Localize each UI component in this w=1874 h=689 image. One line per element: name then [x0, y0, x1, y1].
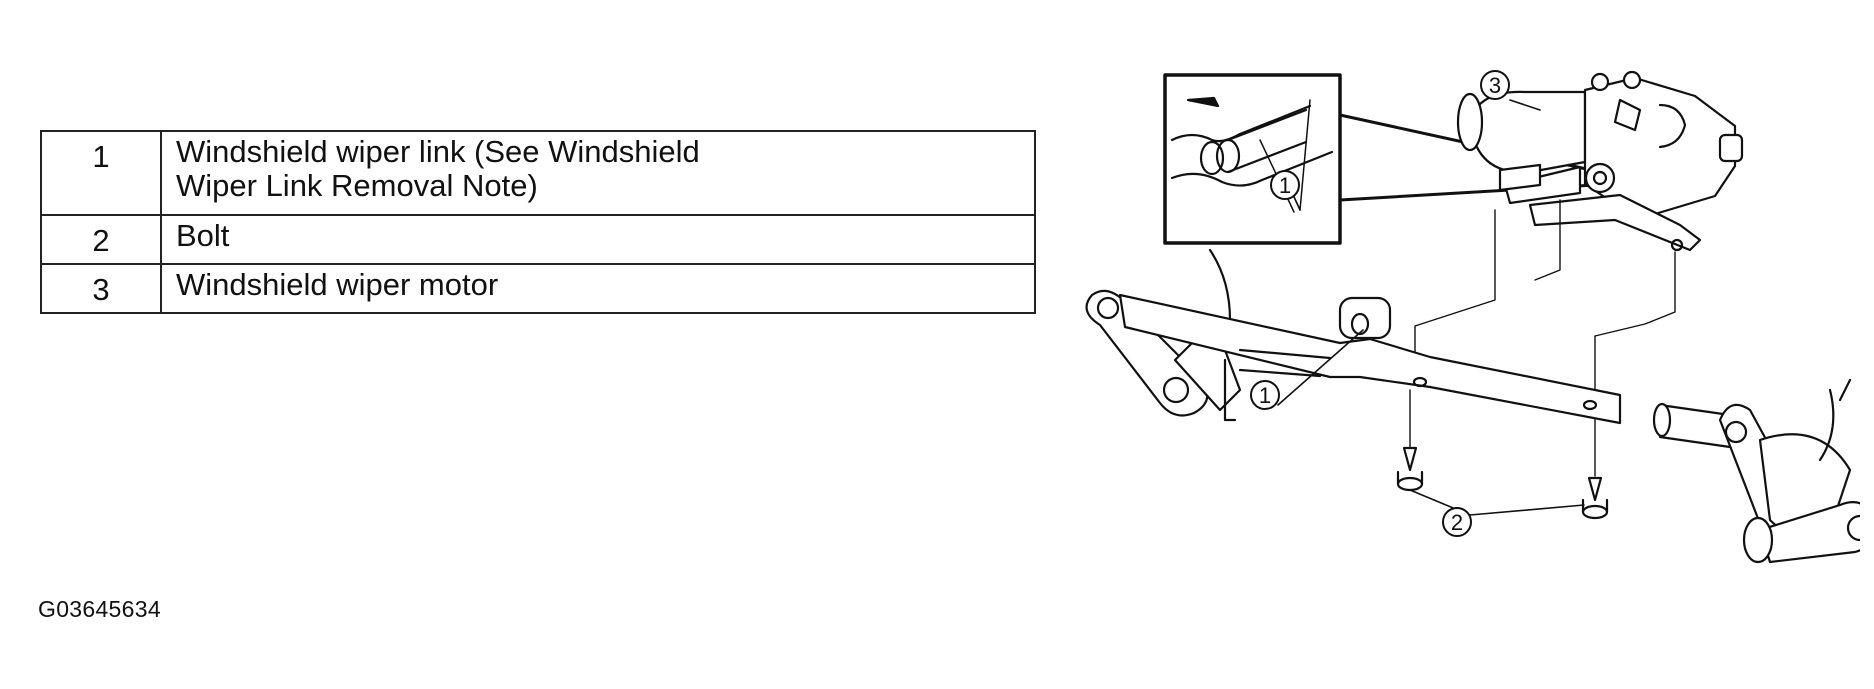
legend-number: 3	[40, 263, 162, 314]
wiper-assembly-diagram: 1 3 1 2	[1085, 70, 1860, 564]
callout-inset-link-circle	[1270, 170, 1300, 200]
legend-row-3: 3 Windshield wiper motor	[40, 263, 1036, 314]
callout-bolt-label: 2	[1451, 510, 1463, 535]
projection-lines	[1409, 199, 1676, 477]
legend-table: 1 Windshield wiper link (See Windshield …	[40, 130, 1036, 314]
legend-description: Windshield wiper motor	[160, 263, 1036, 314]
legend-row-1: 1 Windshield wiper link (See Windshield …	[40, 130, 1036, 216]
wiper-linkage	[1085, 248, 1860, 564]
legend-description-line: Windshield wiper link (See Windshield	[176, 134, 700, 169]
figure-id: G03645634	[38, 596, 161, 622]
callout-motor-label: 3	[1489, 73, 1501, 98]
callout-motor-circle	[1480, 70, 1510, 100]
legend-row-2: 2 Bolt	[40, 214, 1036, 265]
callout-bolt-circle	[1442, 507, 1472, 537]
legend-description-line: Windshield wiper motor	[176, 267, 499, 302]
legend-description: Bolt	[160, 214, 1036, 265]
legend-description-line: Wiper Link Removal Note)	[176, 168, 538, 203]
bolts	[1396, 446, 1609, 520]
direction-arrow-icon	[1186, 96, 1220, 108]
callout-link-label: 1	[1259, 383, 1271, 408]
legend-number: 2	[40, 214, 162, 265]
legend-number: 1	[40, 130, 162, 216]
wiper-motor	[1456, 70, 1744, 252]
callout-inset-link-label: 1	[1279, 173, 1291, 198]
callout-link-circle	[1250, 380, 1280, 410]
callout-circles	[1250, 70, 1510, 537]
legend-description: Windshield wiper link (See Windshield Wi…	[160, 130, 1036, 216]
legend-description-line: Bolt	[176, 218, 230, 253]
inset-detail	[1163, 73, 1342, 245]
